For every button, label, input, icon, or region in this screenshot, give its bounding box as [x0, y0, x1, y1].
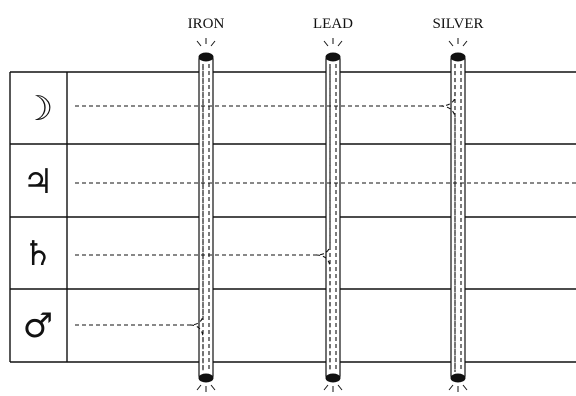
column-label-lead: LEAD	[313, 16, 353, 32]
path-saturn-to-lead-down	[315, 254, 331, 372]
rays-silver-bottom	[448, 384, 468, 392]
path-moon-to-silver	[75, 64, 456, 107]
saturn-icon: ♄	[23, 234, 53, 274]
column-label-iron: IRON	[188, 16, 225, 32]
planet-symbols: ☽ ♃ ♄ ♂	[23, 89, 53, 346]
path-moon-to-silver-down	[439, 105, 456, 372]
rays-iron-bottom	[196, 384, 216, 392]
tube-lead	[325, 52, 341, 383]
jupiter-icon: ♃	[23, 162, 53, 202]
table-grid	[9, 71, 576, 363]
tube-iron	[198, 52, 214, 383]
rays-iron-top	[196, 38, 216, 47]
mars-icon: ♂	[23, 306, 53, 346]
column-labels: IRON LEAD SILVER	[188, 16, 484, 32]
column-label-silver: SILVER	[432, 16, 483, 32]
rays-silver-top	[448, 38, 468, 47]
moon-icon: ☽	[23, 89, 53, 129]
rays-lead-top	[323, 38, 343, 47]
tube-silver	[450, 52, 466, 383]
rays-lead-bottom	[323, 384, 343, 392]
path-mars-to-iron-down	[189, 324, 204, 372]
path-mars-to-iron	[75, 64, 204, 326]
influence-paths	[75, 64, 576, 372]
tube-rays	[196, 38, 468, 392]
